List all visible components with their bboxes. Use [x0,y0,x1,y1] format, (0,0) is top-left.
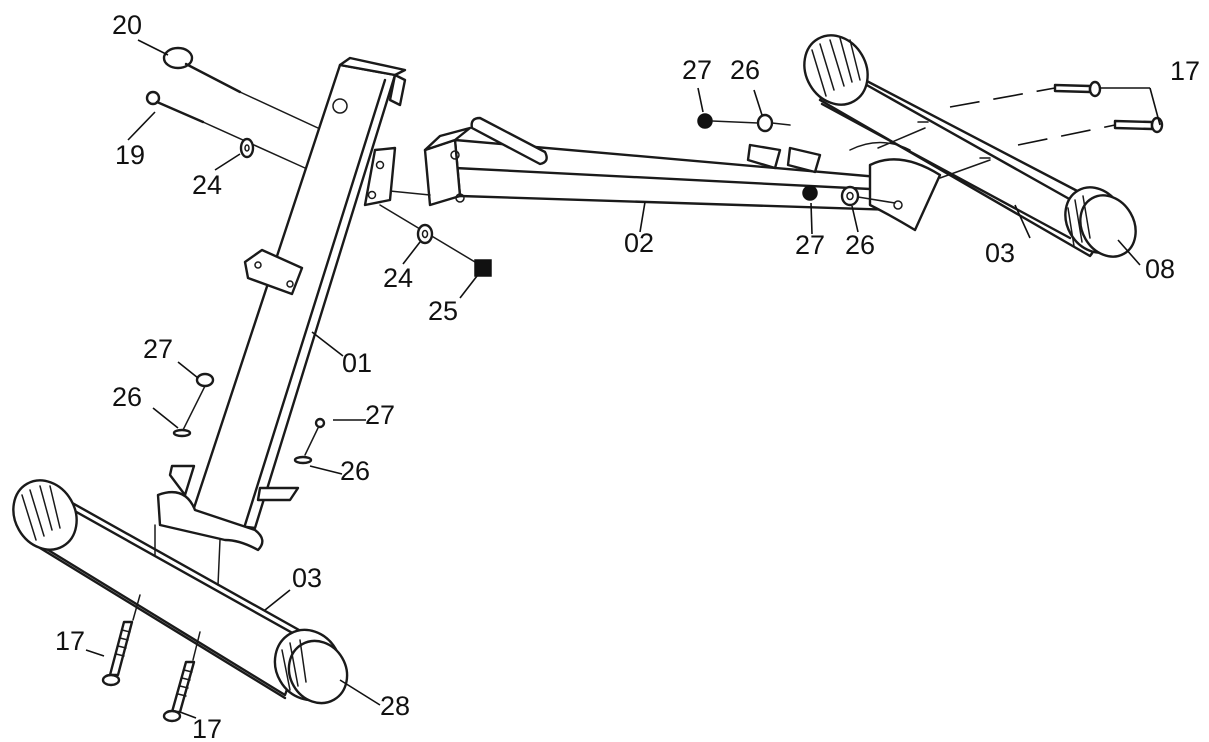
label-24-a: 24 [192,170,222,200]
label-01: 01 [342,348,372,378]
leader-lines [85,39,1161,719]
label-25: 25 [428,296,458,326]
label-26-top: 26 [730,55,760,85]
label-26-right: 26 [845,230,875,260]
nut-27-mid [304,417,326,456]
label-27-top: 27 [682,55,712,85]
washer-24-a [239,137,255,159]
bolt-19 [145,90,306,169]
main-tube-02 [379,116,942,232]
end-cap-left-front [12,479,78,551]
label-27-mid: 27 [365,400,395,430]
bolt-17-rear-b [1113,116,1164,134]
label-03-front: 03 [292,563,322,593]
label-28: 28 [380,691,410,721]
label-08: 08 [1145,254,1175,284]
washer-26-mid [293,455,313,465]
end-cap-08 [1064,186,1137,258]
label-17-front-b: 17 [192,714,222,742]
washer-26-right [840,185,896,207]
label-27-right: 27 [795,230,825,260]
washer-26-left [172,428,192,438]
bolt-17-front-b [162,631,201,723]
nut-27-right [802,185,818,201]
label-26-left: 26 [112,382,142,412]
end-cap-28 [273,628,349,705]
front-tube-03 [38,493,310,700]
end-cap-left-rear [803,34,869,106]
label-27-left: 27 [143,334,173,364]
label-02: 02 [624,228,654,258]
bolt-17-rear-a [1053,80,1102,98]
label-20: 20 [112,10,142,40]
pin-20 [162,46,319,129]
label-19: 19 [115,140,145,170]
bolt-17-front-a [101,594,141,687]
nut-27-top [697,113,759,129]
label-17-front-a: 17 [55,626,85,656]
cap-25 [474,259,492,277]
label-24-b: 24 [383,263,413,293]
label-03-rear: 03 [985,238,1015,268]
upright-tube-01 [156,56,407,552]
label-17-rear: 17 [1170,56,1200,86]
nut-27-left [182,372,215,431]
label-26-mid: 26 [340,456,370,486]
washer-26-top [756,113,791,133]
washer-24-b [379,204,481,266]
